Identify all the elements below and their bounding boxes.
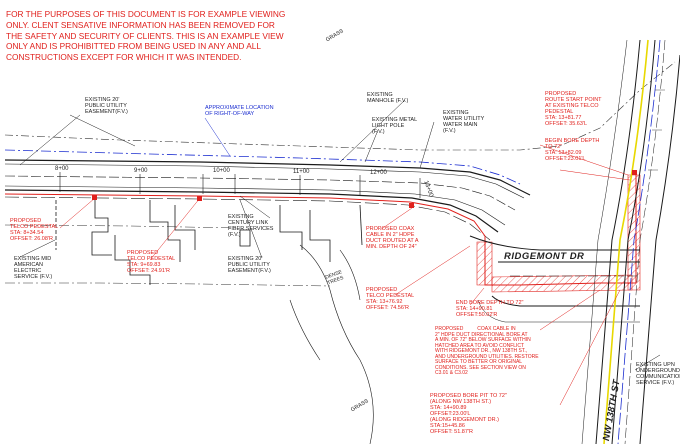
utility-easement-label: EXISTING 20' PUBLIC UTILITY EASEMENT(F.V… — [85, 97, 128, 116]
pedestal-marks — [92, 170, 637, 208]
nw138-yellow-utility — [603, 39, 649, 444]
station-label: 12+00 — [370, 170, 387, 176]
telco-pedestal-callout-1: PROPOSED TELCO PEDESTAL STA: 8+34.54 OFF… — [10, 218, 59, 243]
manhole-label: EXISTING MANHOLE (F.V.) — [367, 92, 409, 105]
telco-pedestal-callout-3: PROPOSED TELCO PEDESTAL STA: 13+76.92 OF… — [366, 287, 415, 312]
bore-pit-callout: PROPOSED BORE PIT TO 72" (ALONG NW 138TH… — [430, 393, 507, 436]
house-outlines — [55, 198, 363, 285]
nw138-blue-utility — [617, 39, 661, 444]
light-pole-label: EXISTING METAL LIGHT POLE (F.V.) — [372, 117, 418, 136]
right-of-way-line — [4, 149, 521, 185]
bore-hatch-area — [476, 174, 641, 293]
ridgemont-road — [469, 235, 640, 323]
begin-bore-callout: BEGIN BORE DEPTH TO 72" STA: 13+82.09 OF… — [545, 138, 600, 163]
tree-lines — [289, 244, 374, 444]
upn-service-label: EXISTING UPN UNDERGROUND COMMUNICATION S… — [636, 362, 680, 387]
route-start-callout: PROPOSED ROUTE START POINT AT EXISTING T… — [545, 91, 602, 128]
disclaimer-note: FOR THE PURPOSES OF THIS DOCUMENT IS FOR… — [6, 9, 286, 63]
nw138-road — [581, 39, 680, 444]
station-label: 8+00 — [55, 166, 69, 172]
coax-cable-callout: PROPOSED COAX CABLE IN 2" HDPE DUCT ROUT… — [366, 226, 419, 251]
water-main-label: EXISTING WATER UTILITY WATER MAIN (F.V.) — [443, 110, 485, 135]
right-of-way-label: APPROXIMATE LOCATION OF RIGHT-OF-WAY — [205, 105, 274, 118]
station-label: 10+00 — [213, 168, 230, 174]
end-bore-callout: END BORE DEPTH TO 72" STA: 14+90.81 OFFS… — [456, 300, 524, 319]
telco-pedestal-callout-2: PROPOSED TELCO PEDESTAL STA: 9+69.83 OFF… — [127, 250, 176, 275]
century-link-label: EXISTING CENTURY LINK FIBER SERVICES (F.… — [228, 214, 274, 239]
leader-lines-red — [59, 144, 631, 406]
leader-lines-blue — [204, 117, 231, 157]
directional-bore-callout: PROPOSED COAX CABLE IN 2" HDPE DUCT DIRE… — [435, 326, 539, 376]
american-electric-label: EXISTING MID AMERICAN ELECTRIC SERVICE (… — [14, 256, 53, 281]
water-line — [4, 196, 491, 241]
utility-easement-label-2: EXISTING 20' PUBLIC UTILITY EASEMENT(F.V… — [228, 256, 271, 275]
station-label: 9+00 — [134, 168, 148, 174]
station-ticks — [59, 172, 421, 198]
station-label: 11+00 — [293, 169, 310, 175]
leader-lines-black — [19, 99, 661, 371]
fo-marks — [648, 89, 665, 171]
top-property-line — [4, 61, 676, 151]
ridgemont-road-label: RIDGEMONT DR — [504, 251, 585, 262]
